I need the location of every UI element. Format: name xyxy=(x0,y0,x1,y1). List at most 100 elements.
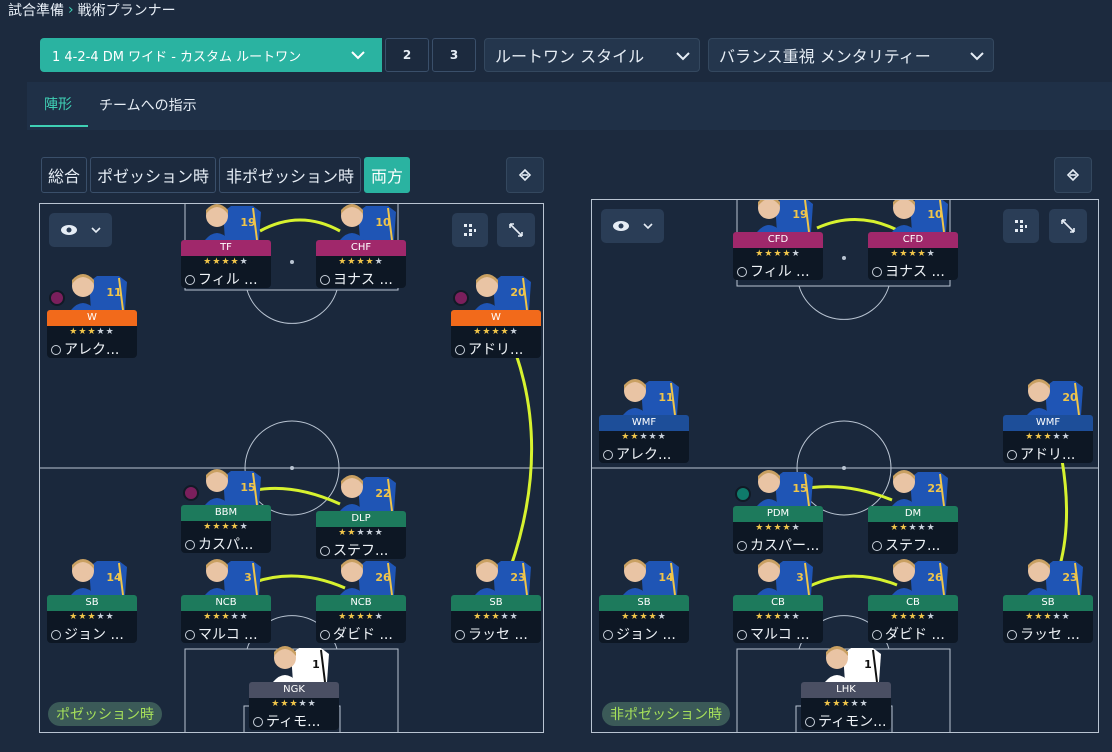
tab-team-instructions[interactable]: チームへの指示 xyxy=(99,98,197,114)
role-badge: LHK xyxy=(801,682,891,698)
person-icon xyxy=(872,630,882,640)
status-badge-icon xyxy=(183,485,199,501)
shirt-swap-button[interactable] xyxy=(506,157,544,193)
role-badge: CFD xyxy=(868,232,958,248)
person-icon xyxy=(185,630,195,640)
player-info: ★★★★★アレク... xyxy=(47,326,137,358)
role-badge: WMF xyxy=(599,415,689,431)
tactic-slot-3-button[interactable]: 3 xyxy=(432,38,476,72)
role-badge: CFD xyxy=(733,232,823,248)
player-info: ★★★★★ ヨナス ... xyxy=(316,256,406,288)
formation-label: 1 4-2-4 DM ワイド - カスタム ルートワン xyxy=(52,49,302,65)
shirt-number: 10 xyxy=(927,208,943,221)
expand-button[interactable] xyxy=(497,213,535,247)
view-mode-selector: 総合 ポゼッション時 非ポゼッション時 両方 xyxy=(41,157,411,193)
player-photo xyxy=(338,471,402,512)
shirt-number: 3 xyxy=(796,571,804,584)
shirt-number: 26 xyxy=(375,571,391,584)
shirt-number: 15 xyxy=(792,482,808,495)
person-icon xyxy=(320,630,330,640)
active-tab-indicator xyxy=(30,125,88,127)
player-name: ラッセ ... xyxy=(468,627,528,643)
mentality-dropdown[interactable]: バランス重視 メンタリティー xyxy=(708,38,994,72)
player-name-row: ステフ... xyxy=(320,540,404,560)
role-rating-stars: ★★★★★ xyxy=(338,257,384,267)
visibility-dropdown[interactable] xyxy=(49,213,112,247)
player-name: マルコ ... xyxy=(750,627,810,643)
player-name-row: ヨナス ... xyxy=(320,269,404,289)
player-photo xyxy=(1025,555,1089,596)
role-rating-stars: ★★★★★ xyxy=(69,327,115,337)
role-badge: PDM xyxy=(733,506,823,522)
mentality-label: バランス重視 メンタリティー xyxy=(719,47,931,66)
player-name-row: カスパ... xyxy=(185,534,269,554)
person-icon xyxy=(805,717,815,727)
player-photo xyxy=(755,466,819,507)
shirt-swap-button-right[interactable] xyxy=(1054,157,1092,193)
style-label: ルートワン スタイル xyxy=(495,47,645,66)
grid-toggle-button[interactable] xyxy=(452,213,488,247)
player-info: ★★★★★ヨナス ... xyxy=(868,248,958,280)
tab-formation[interactable]: 陣形 xyxy=(44,97,72,113)
player-photo xyxy=(69,270,133,311)
grid-toggle-button[interactable] xyxy=(1003,209,1039,243)
player-photo xyxy=(338,204,402,241)
person-icon xyxy=(320,275,330,285)
expand-button[interactable] xyxy=(1049,209,1087,243)
player-photo xyxy=(890,200,954,233)
player-info: ★★★★★マルコ ... xyxy=(181,611,271,643)
style-dropdown[interactable]: ルートワン スタイル xyxy=(484,38,700,72)
player-photo xyxy=(473,555,537,596)
breadcrumb-parent[interactable]: 試合準備 xyxy=(8,3,64,19)
role-rating-stars: ★★★★★ xyxy=(203,612,249,622)
person-icon xyxy=(737,267,747,277)
player-name-row: ラッセ ... xyxy=(455,624,539,644)
role-rating-stars: ★★★★★ xyxy=(621,612,667,622)
player-name-row: マルコ ... xyxy=(737,624,821,644)
view-mode-overall[interactable]: 総合 xyxy=(41,157,88,193)
player-name: ダビド ... xyxy=(885,627,945,643)
person-icon xyxy=(455,345,465,355)
player-info: ★★★★★マルコ ... xyxy=(733,611,823,643)
player-photo xyxy=(473,270,537,311)
formation-dropdown[interactable]: 1 4-2-4 DM ワイド - カスタム ルートワン xyxy=(40,38,382,72)
role-rating-stars: ★★★★★ xyxy=(621,432,667,442)
shirt-number: 22 xyxy=(927,482,943,495)
player-name-row: ティモン... xyxy=(805,711,889,731)
player-photo xyxy=(621,375,685,416)
player-name-row: ダビド ... xyxy=(872,624,956,644)
role-badge: CHF xyxy=(316,240,406,256)
visibility-dropdown[interactable] xyxy=(601,209,664,243)
view-mode-both[interactable]: 両方 xyxy=(364,157,411,193)
shirt-number: 19 xyxy=(240,216,256,229)
role-rating-stars: ★★★★★ xyxy=(203,257,249,267)
view-mode-in-possession[interactable]: ポゼッション時 xyxy=(90,157,217,193)
tactic-slot-2-button[interactable]: 2 xyxy=(385,38,429,72)
player-name: ステフ... xyxy=(885,538,941,554)
view-mode-out-possession[interactable]: 非ポゼッション時 xyxy=(219,157,362,193)
shirt-number: 15 xyxy=(240,481,256,494)
